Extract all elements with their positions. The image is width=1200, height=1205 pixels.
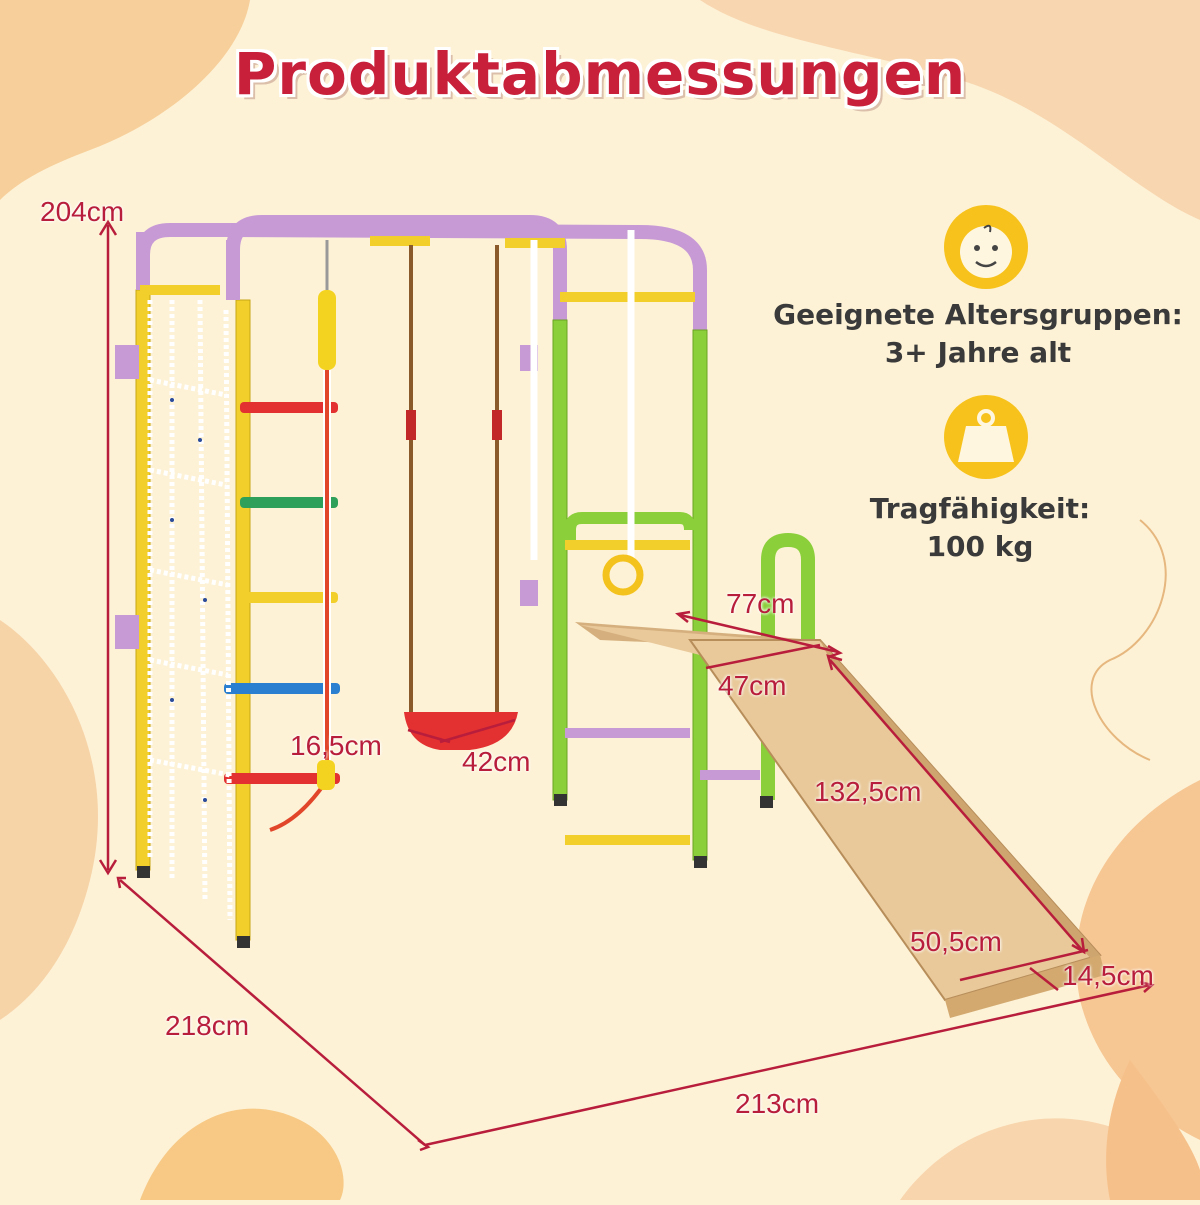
swing [404, 245, 518, 750]
dimension-seat-depth: 16,5cm [290, 730, 382, 761]
load-label: Tragfähigkeit: [869, 492, 1091, 525]
dimension-width: 213cm [735, 1088, 820, 1119]
net-dots [170, 398, 207, 802]
load-info: Tragfähigkeit: 100 kg [750, 490, 1200, 566]
dimension-lines [98, 219, 1155, 1152]
climbing-net [147, 299, 233, 921]
dimension-slide-width: 50,5cm [910, 926, 1002, 957]
dimension-platform-width: 47cm [718, 670, 787, 701]
baby-face-icon [944, 205, 1028, 289]
dimension-depth: 218cm [165, 1010, 250, 1041]
climbing-rope [269, 240, 336, 832]
dimension-platform-length: 77cm [726, 588, 795, 619]
page-title: Produktabmessungen [233, 40, 967, 108]
dimension-slide-length: 132,5cm [814, 776, 922, 807]
age-label: Geeignete Altersgruppen: [773, 298, 1183, 331]
age-info: Geeignete Altersgruppen: 3+ Jahre alt [748, 296, 1200, 372]
slide [575, 622, 1105, 1018]
age-value: 3+ Jahre alt [884, 336, 1072, 369]
dimension-slide-rail: 14,5cm [1062, 960, 1154, 991]
dimension-height: 204cm [40, 196, 125, 227]
load-value: 100 kg [926, 530, 1034, 563]
weight-icon [944, 395, 1028, 479]
dimension-seat-width: 42cm [462, 746, 531, 777]
gym-ring [530, 230, 644, 596]
